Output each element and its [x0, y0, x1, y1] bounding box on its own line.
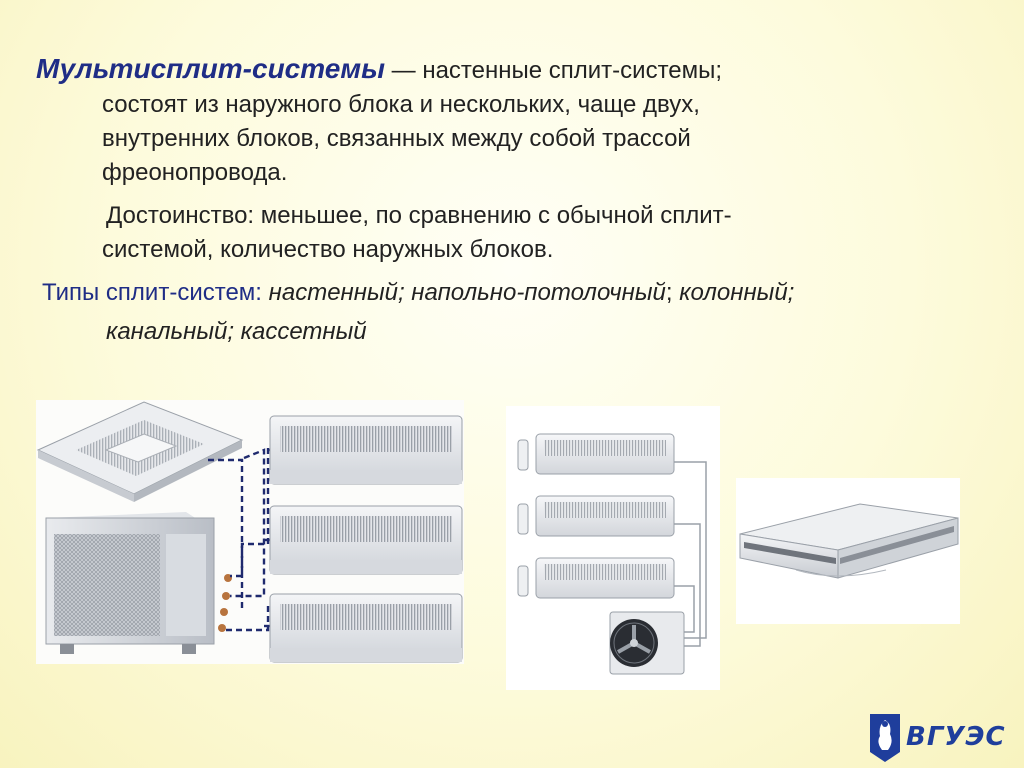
definition-line: фреонопровода.: [102, 159, 288, 186]
wall-unit-small: [535, 433, 675, 475]
types-second-line: канальный; кассетный: [106, 318, 367, 345]
multisplit-photo-2: [506, 406, 720, 690]
outdoor-unit-small: [609, 611, 685, 675]
wall-unit: [269, 505, 463, 575]
pipes: [674, 461, 707, 647]
freon-pipes: [208, 448, 272, 632]
types-separator: ;: [665, 279, 680, 306]
wall-unit-small: [535, 557, 675, 599]
cassette-unit: [36, 401, 244, 502]
advantage-line: системой, количество наружных блоков.: [102, 236, 554, 263]
wall-unit: [269, 593, 463, 663]
types-label: Типы сплит-систем:: [42, 279, 269, 306]
multisplit-photo-1: [36, 400, 464, 664]
definition-first-line: Мультисплит-системы — настенные сплит-си…: [36, 52, 936, 88]
remote-control: [517, 439, 529, 597]
types-item: колонный;: [679, 279, 795, 306]
definition-paragraph: Мультисплит-системы — настенные сплит-си…: [36, 52, 936, 190]
logo-text: ВГУЭС: [906, 722, 1006, 752]
multisplit-diagram-image: [36, 401, 463, 663]
wall-unit-small: [535, 495, 675, 537]
floor-ceiling-unit-image: [739, 503, 959, 579]
definition-text: — настенные сплит-системы;: [384, 57, 723, 84]
advantage-line: Достоинство: меньшее, по сравнению с обы…: [106, 202, 732, 229]
university-emblem-icon: [870, 714, 900, 762]
definition-line: внутренних блоков, связанных между собой…: [102, 125, 691, 152]
multisplit-set-image: [517, 433, 707, 675]
types-paragraph: Типы сплит-систем: настенный; напольно-п…: [42, 276, 982, 349]
university-logo: ВГУЭС: [866, 712, 1005, 764]
types-first-line: Типы сплит-систем: настенный; напольно-п…: [42, 276, 982, 310]
term-multisplit: Мультисплит-системы: [36, 53, 385, 84]
advantage-paragraph: Достоинство: меньшее, по сравнению с обы…: [102, 199, 932, 267]
floor-ceiling-unit-photo: [736, 478, 960, 624]
outdoor-unit: [45, 512, 232, 654]
wall-unit: [269, 415, 463, 485]
types-item: настенный; напольно-потолочный: [268, 279, 666, 306]
definition-line: состоят из наружного блока и нескольких,…: [102, 91, 700, 118]
